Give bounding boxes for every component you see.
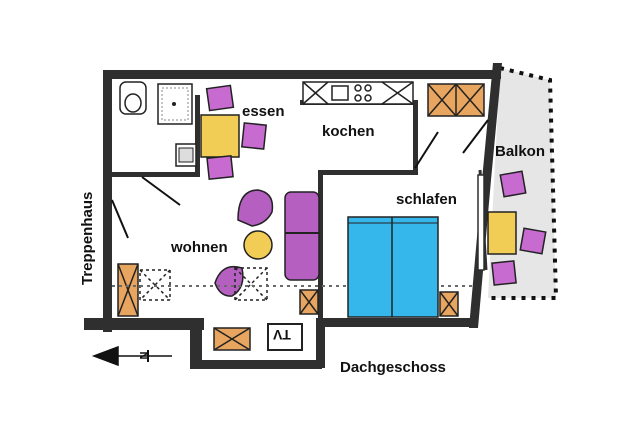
roof-window-marks [139,267,383,301]
left-cabinet [117,263,139,317]
north-label: N [138,351,151,360]
room-label-wohnen: wohnen [171,239,228,256]
floor-label-dachgeschoss: Dachgeschoss [340,359,446,376]
room-label-essen: essen [242,103,285,120]
room-label-kochen: kochen [322,123,375,140]
sideboard [213,327,251,351]
wardrobe [427,83,485,117]
bathroom [119,81,197,167]
dining-set [200,84,268,181]
north-arrow-icon [91,345,172,367]
bed [347,216,439,318]
nightstands [299,289,459,317]
living-room [214,189,320,297]
tv-label: TV [273,327,291,343]
kitchen-counter [302,81,414,105]
tv [267,323,303,351]
room-label-schlafen: schlafen [396,191,457,208]
door-swings [111,119,489,271]
balcony-furniture [487,170,547,286]
staircase-label: Treppenhaus [79,191,96,285]
room-label-balkon: Balkon [495,143,546,160]
